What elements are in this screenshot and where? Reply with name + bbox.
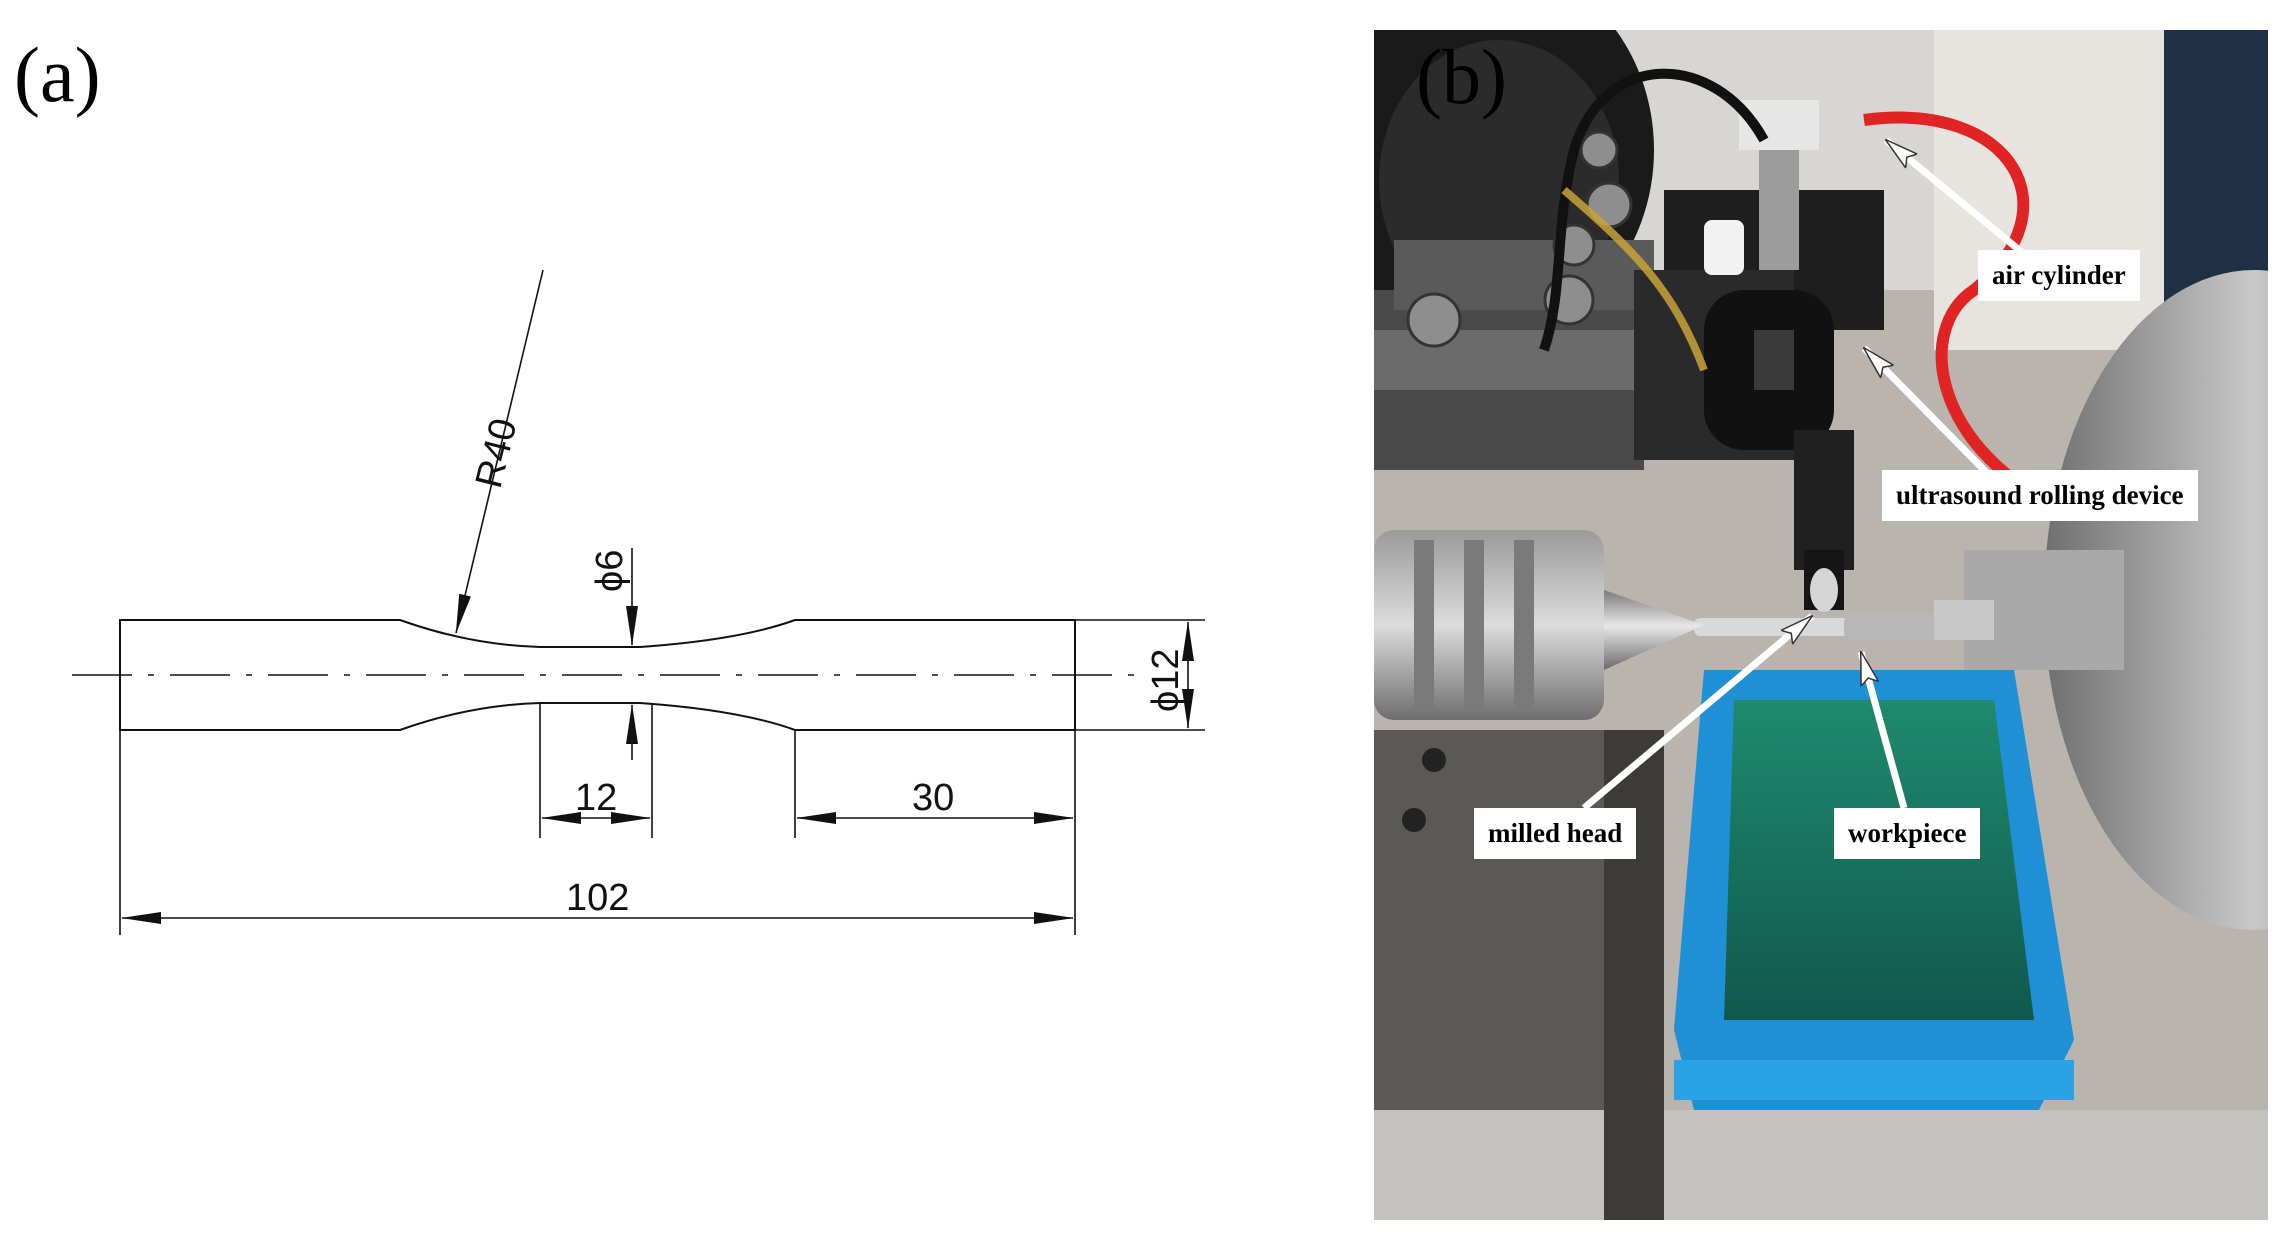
callout-milled-head: milled head [1474, 808, 1637, 859]
specimen-drawing: R40 ϕ6 ϕ12 12 30 102 [72, 269, 1205, 935]
callout-workpiece: workpiece [1834, 808, 1981, 859]
total-length-label: 102 [566, 877, 629, 919]
arrow-ultrasound-device [1864, 348, 1989, 475]
arrow-air-cylinder [1886, 137, 2027, 257]
panel-b-label: (b) [1416, 33, 1507, 120]
arrow-milled-head [1581, 613, 1812, 811]
callout-air-cylinder: air cylinder [1978, 250, 2140, 301]
callout-ultrasound-rolling-device: ultrasound rolling device [1882, 470, 2198, 521]
panel-a-label: (a) [14, 31, 101, 118]
grip-length-label: 30 [912, 777, 954, 819]
neck-diameter-label: ϕ6 [589, 550, 631, 592]
grip-diameter-label: ϕ12 [1145, 648, 1187, 712]
setup-photo: air cylinder ultrasound rolling device m… [1374, 30, 2268, 1220]
gauge-length-label: 12 [575, 777, 617, 819]
arrow-workpiece [1857, 652, 1908, 809]
radius-leader [455, 269, 544, 634]
radius-label: R40 [468, 414, 526, 492]
